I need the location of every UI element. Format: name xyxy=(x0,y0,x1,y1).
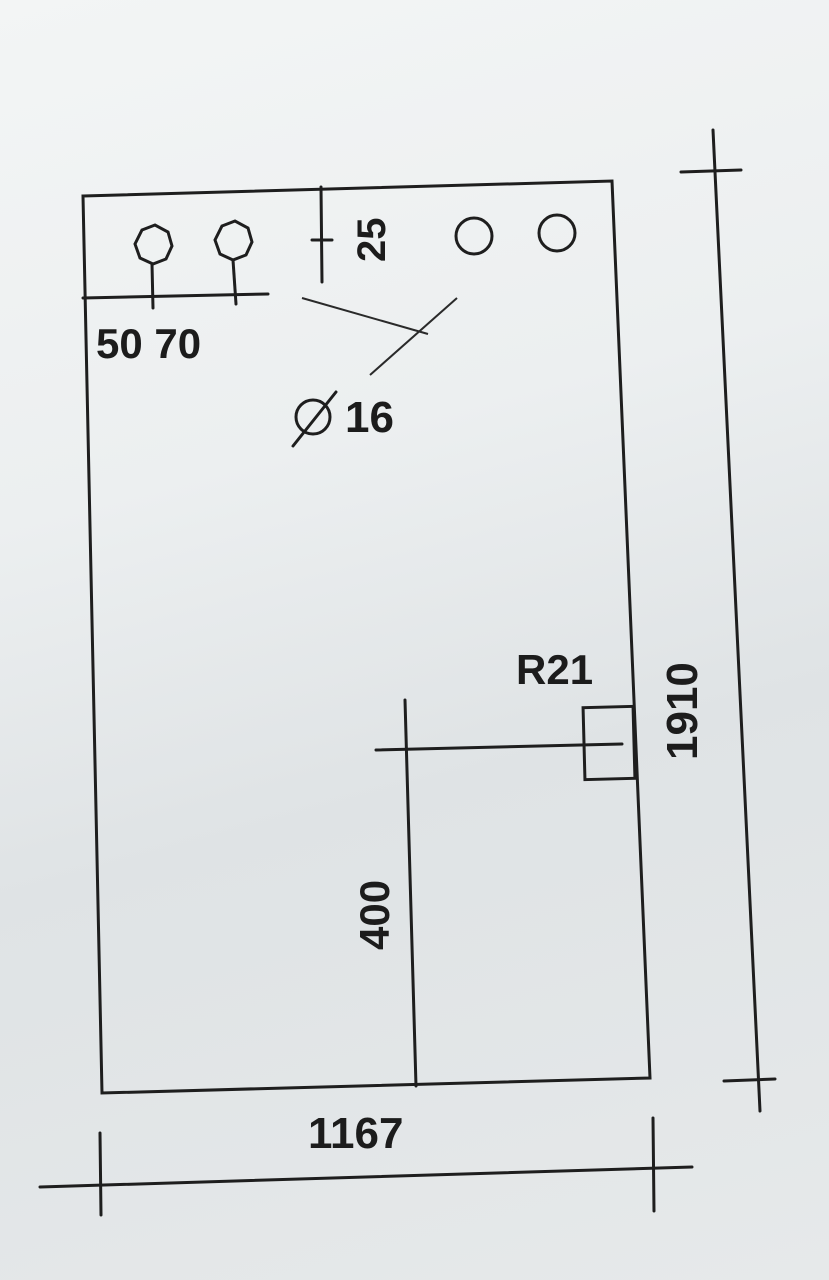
height-dimension xyxy=(679,128,777,1113)
cutout-lines xyxy=(374,698,624,1088)
cutout-height-label: 400 xyxy=(351,880,398,950)
panel-outline xyxy=(81,179,652,1095)
hole-diameter-value: 16 xyxy=(345,393,394,442)
hole-left-1 xyxy=(133,223,174,310)
width-label: 1167 xyxy=(308,1109,403,1158)
hole-spacing-label: 50 70 xyxy=(96,320,201,367)
height-label: 1910 xyxy=(658,662,707,760)
width-dimension xyxy=(38,1116,694,1217)
diameter-symbol-icon xyxy=(291,390,338,448)
corner-radius-label: R21 xyxy=(516,646,593,693)
top-offset-label: 25 xyxy=(350,218,394,263)
corner-radius-marker xyxy=(581,704,637,782)
hole-right-2 xyxy=(537,213,577,253)
hole-left-2 xyxy=(213,219,254,306)
diameter-leader xyxy=(301,297,458,376)
hole-reference-line xyxy=(81,292,270,300)
hole-right-1 xyxy=(454,216,494,256)
top-offset-dimension xyxy=(310,185,334,284)
